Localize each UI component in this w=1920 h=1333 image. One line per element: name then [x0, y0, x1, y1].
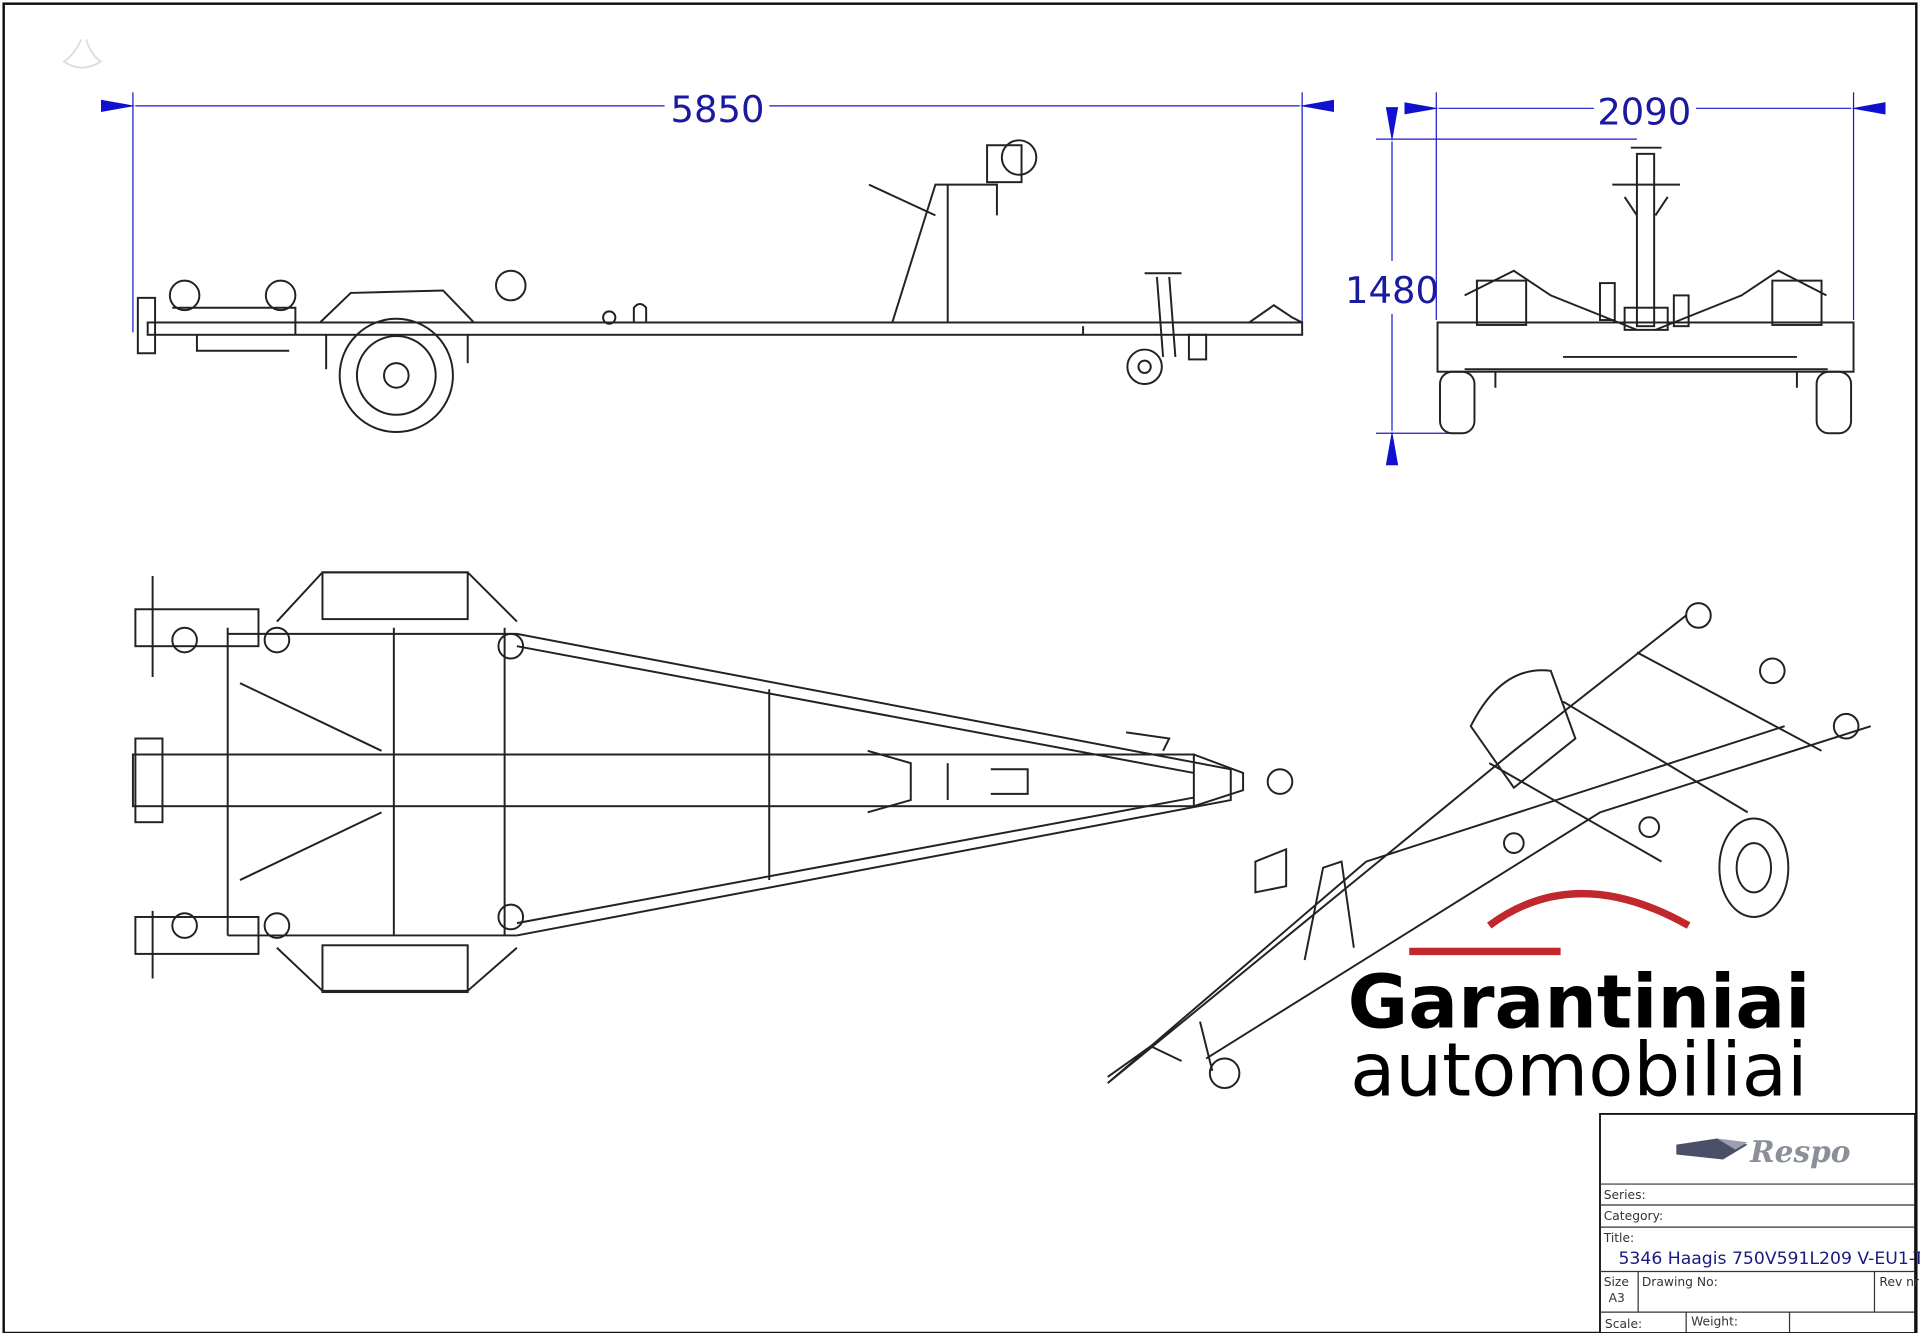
dimension-length: 5850 [100, 88, 1335, 333]
front-view-drawing [1436, 146, 1855, 435]
brand-line-1: Garantiniai [1348, 960, 1811, 1046]
top-view-drawing [131, 571, 1294, 994]
width-value: 2090 [1597, 90, 1691, 133]
category-label: Category: [1604, 1209, 1663, 1223]
respo-logo-icon [1676, 1138, 1748, 1160]
perspective-view-drawing [1107, 602, 1872, 1090]
car-roof-accent-icon [1409, 890, 1691, 956]
size-value: A3 [1609, 1291, 1625, 1305]
weight-label: Weight: [1691, 1315, 1738, 1329]
height-value: 1480 [1345, 269, 1439, 312]
brand-line-2: automobiliai [1350, 1027, 1807, 1113]
side-view-drawing [136, 139, 1304, 434]
length-value: 5850 [671, 88, 765, 131]
dimension-width: 2090 [1404, 90, 1886, 321]
drawing-no-label: Drawing No: [1642, 1275, 1718, 1289]
size-label: Size [1604, 1275, 1629, 1289]
respo-logo-text: Respo [1749, 1134, 1850, 1169]
title-value: 5346 Haagis 750V591L209 V-EU1-TI [1618, 1249, 1920, 1269]
title-block: Respo Series: Category: Title: 5346 Haag… [1599, 1112, 1920, 1333]
watermark-brand: Garantiniai automobiliai [1348, 890, 1811, 1113]
title-label: Title: [1603, 1231, 1634, 1245]
scale-label: Scale: [1605, 1317, 1642, 1331]
watermark-logo-icon [62, 38, 103, 69]
series-label: Series: [1604, 1188, 1646, 1202]
dimension-height: 1480 [1345, 107, 1637, 466]
rev-label: Rev nr: [1879, 1275, 1920, 1289]
